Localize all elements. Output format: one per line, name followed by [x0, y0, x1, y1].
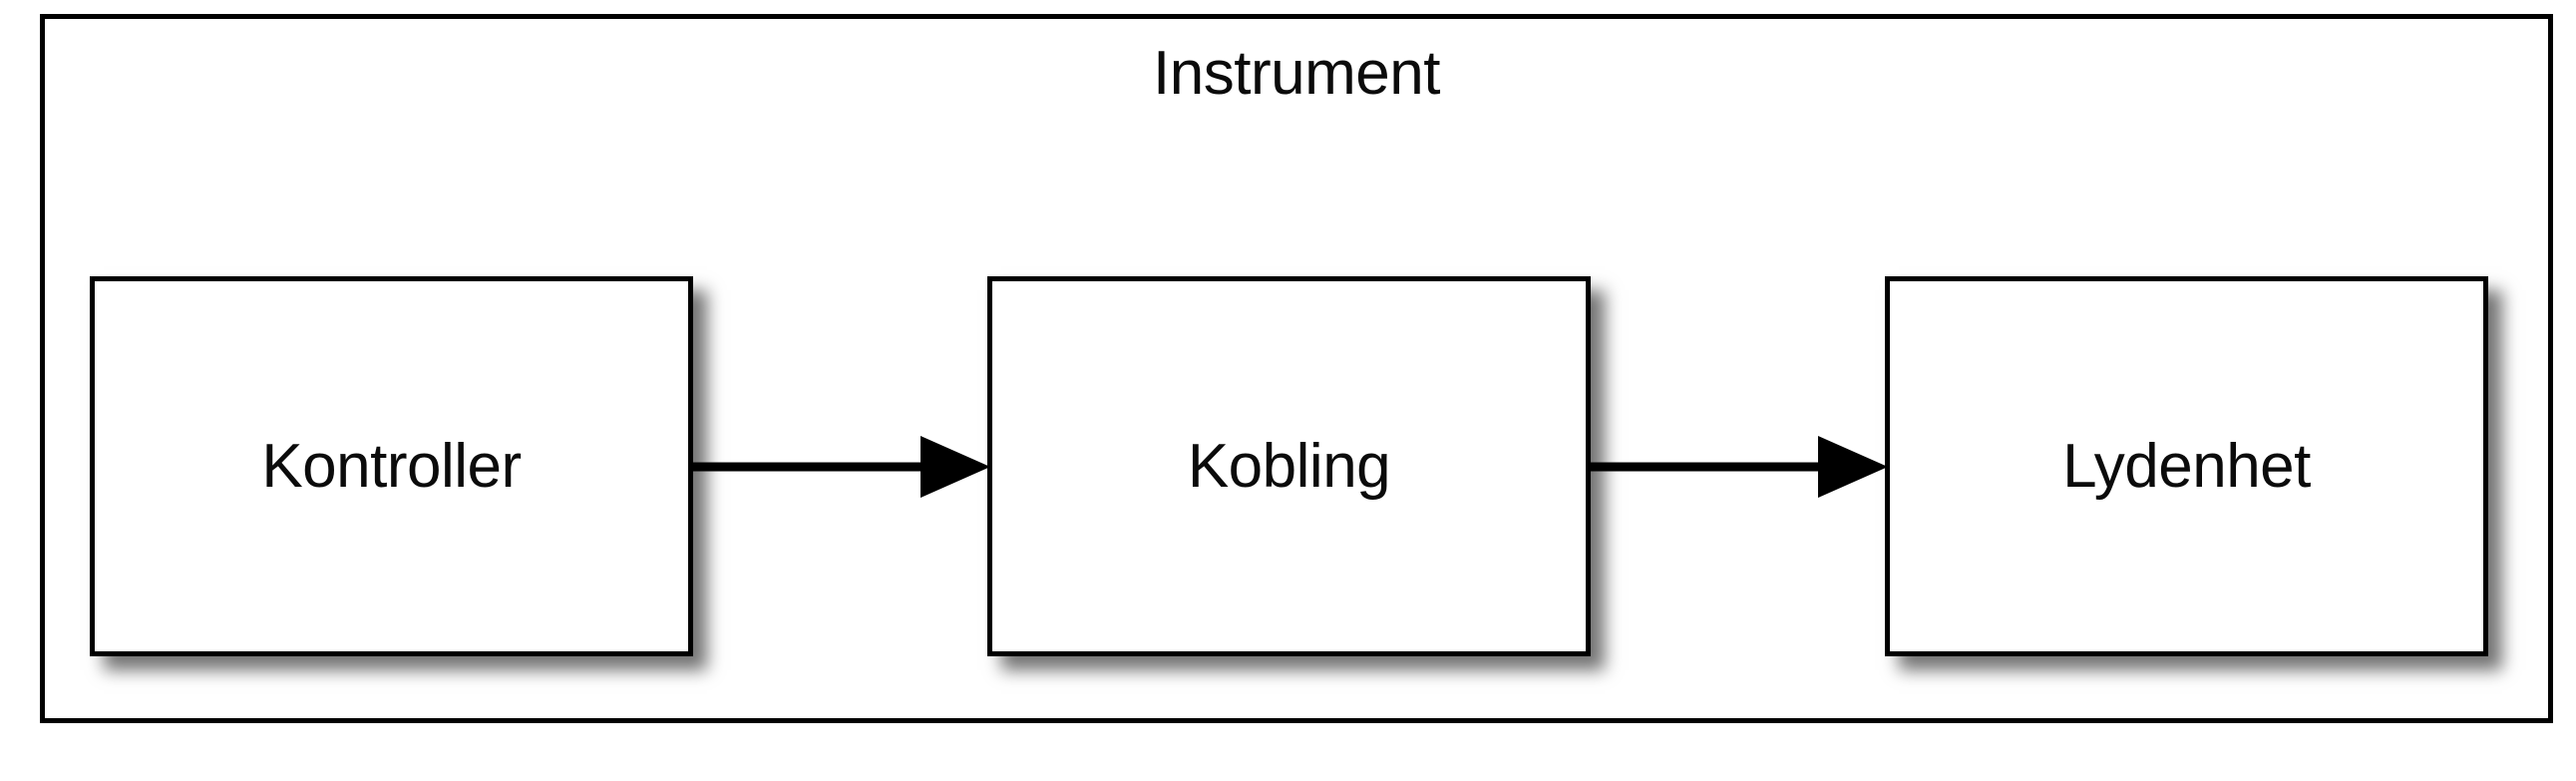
arrow-right-icon [1591, 436, 1888, 498]
block-lydenhet[interactable]: Lydenhet [1885, 276, 2488, 656]
instrument-container: Instrument Kontroller Kobling Lydenhet [40, 14, 2553, 723]
arrow-kontroller-to-kobling [693, 432, 992, 502]
arrow-right-icon [693, 436, 990, 498]
block-kobling[interactable]: Kobling [987, 276, 1591, 656]
block-kobling-label: Kobling [1187, 431, 1391, 501]
block-lydenhet-label: Lydenhet [2062, 431, 2311, 501]
instrument-container-title: Instrument [1153, 39, 1440, 108]
block-kontroller[interactable]: Kontroller [90, 276, 693, 656]
arrow-kobling-to-lydenhet [1591, 432, 1890, 502]
block-kontroller-label: Kontroller [261, 431, 522, 501]
